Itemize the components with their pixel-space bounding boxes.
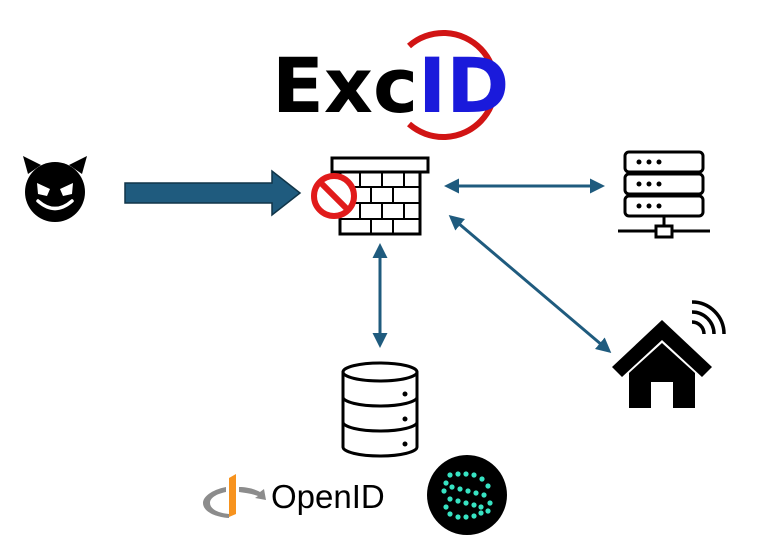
excid-logo: ExcID xyxy=(272,30,509,140)
prohibited-icon xyxy=(311,173,357,219)
devil-horn-right xyxy=(69,156,87,174)
openid-label: OpenID xyxy=(271,478,385,515)
database-cylinder-icon xyxy=(341,361,419,458)
dotted-circle-logo-icon xyxy=(427,455,507,535)
devil-eye-right xyxy=(60,183,73,196)
devil-horn-left xyxy=(23,156,41,174)
attack-arrow xyxy=(124,169,302,217)
devil-head xyxy=(25,162,85,222)
openid-logo: OpenID xyxy=(203,474,385,518)
devil-face-icon xyxy=(23,156,87,222)
smart-home-wifi-icon xyxy=(612,300,726,408)
openid-logo-icon xyxy=(203,474,266,518)
logo-text: ExcID xyxy=(272,41,509,130)
logo-ring xyxy=(407,30,499,140)
devil-smile xyxy=(36,199,74,211)
devil-eye-left xyxy=(37,183,50,196)
firewall-home-link xyxy=(448,215,612,353)
logo-suffix: ID xyxy=(418,41,509,130)
logo-prefix: Exc xyxy=(272,41,418,130)
server-rack-icon xyxy=(618,150,710,239)
